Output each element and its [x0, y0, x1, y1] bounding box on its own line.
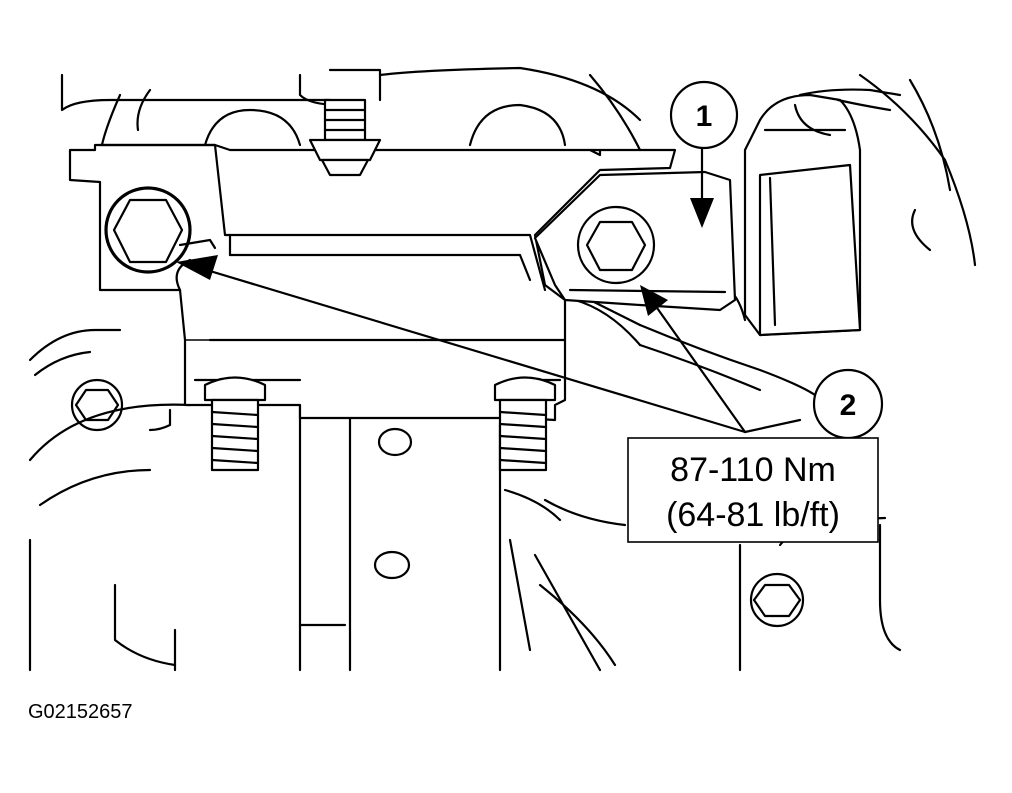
mount-bracket — [68, 143, 747, 432]
callout-1: 1 — [669, 80, 739, 150]
bracket-right-flange — [533, 170, 737, 312]
callout-1-number: 1 — [696, 100, 713, 133]
callout-2-number: 2 — [840, 389, 857, 422]
torque-spec-imperial: (64-81 lb/ft) — [666, 496, 840, 534]
left-mount-bolt — [104, 186, 217, 274]
right-stud — [493, 376, 557, 472]
top-stud — [308, 98, 382, 177]
lower-right-bolt — [749, 572, 805, 628]
torque-spec-box: 87-110 Nm (64-81 lb/ft) — [627, 437, 879, 543]
left-stud — [203, 376, 267, 472]
left-housing-bolt — [70, 378, 124, 432]
right-mount-bolt — [576, 205, 656, 285]
mount-insulator — [743, 88, 902, 337]
callout-2: 2 — [812, 368, 884, 440]
figure-id: G02152657 — [28, 701, 133, 723]
torque-spec-metric: 87-110 Nm — [670, 451, 836, 489]
torque-leaders — [176, 255, 802, 434]
mounting-holes — [373, 427, 413, 580]
